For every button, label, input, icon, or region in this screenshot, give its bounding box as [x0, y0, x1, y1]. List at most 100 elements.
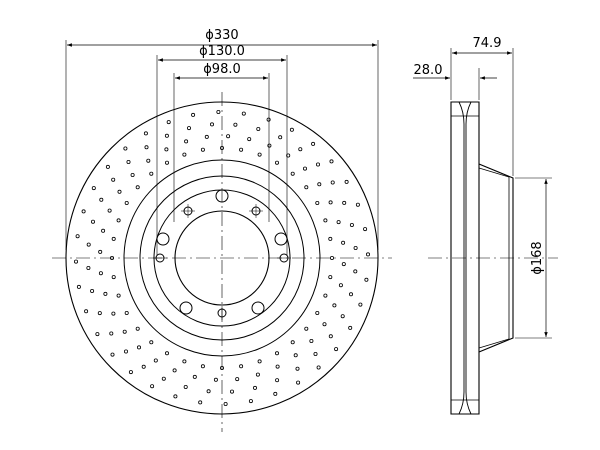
center-bore: [174, 210, 270, 306]
drill-hole: [229, 389, 234, 394]
drill-hole: [216, 110, 221, 115]
drill-hole: [223, 401, 228, 406]
drill-hole: [116, 293, 121, 298]
drill-hole: [304, 185, 309, 190]
drill-hole: [128, 370, 133, 375]
drill-hole: [295, 366, 300, 371]
drill-hole: [103, 291, 108, 296]
drill-hole: [76, 284, 81, 289]
set-screw-hole: [249, 204, 263, 218]
drill-hole: [81, 209, 86, 214]
hat-inner-ring: [139, 175, 305, 341]
drill-hole: [184, 139, 189, 144]
drill-hole: [274, 351, 279, 356]
drill-hole: [116, 218, 121, 223]
drill-hole: [84, 309, 89, 314]
drill-hole: [206, 389, 211, 394]
drill-hole: [330, 180, 335, 185]
drill-hole: [257, 359, 262, 364]
drill-hole: [348, 325, 353, 330]
drill-hole: [111, 311, 116, 316]
dim-total-height: 74.9: [450, 36, 514, 176]
drill-hole: [86, 265, 91, 270]
drill-hole: [344, 179, 349, 184]
drill-hole: [164, 351, 169, 356]
drill-hole: [328, 334, 333, 339]
drill-hole: [315, 162, 320, 167]
drill-hole: [348, 292, 353, 297]
rotor-outer-edge: [65, 101, 379, 415]
drill-hole: [110, 352, 115, 357]
drill-hole: [342, 200, 347, 205]
drill-hole: [247, 137, 252, 142]
drill-hole: [290, 340, 295, 345]
drill-hole: [349, 222, 354, 227]
drill-hole: [161, 376, 166, 381]
drill-hole: [105, 164, 110, 169]
drill-hole: [90, 288, 95, 293]
drill-hole: [150, 384, 155, 389]
drill-hole: [109, 331, 114, 336]
drill-hole: [122, 329, 127, 334]
side-view: 74.9 28.0 ϕ168: [413, 36, 558, 415]
drill-hole: [135, 185, 140, 190]
drill-hole: [173, 394, 178, 399]
drill-hole: [219, 145, 224, 150]
drill-hole: [226, 134, 231, 139]
drill-hole: [164, 160, 169, 165]
outer-diameter-label: ϕ330: [205, 28, 238, 43]
drill-hole: [97, 311, 102, 316]
drill-hole: [273, 391, 278, 396]
drill-hole: [338, 283, 343, 288]
set-screw-hole: [153, 253, 167, 263]
drill-hole: [186, 126, 191, 131]
drill-hole: [332, 303, 337, 308]
drill-hole: [267, 143, 272, 148]
drill-hole: [146, 158, 151, 163]
drill-hole: [111, 275, 116, 280]
hat-diameter-label: ϕ168: [530, 241, 545, 274]
dim-hat-diameter: ϕ168: [515, 177, 552, 339]
drill-hole: [290, 171, 295, 176]
center-bore-label: ϕ98.0: [203, 62, 241, 77]
drill-hole: [111, 236, 116, 241]
drill-hole: [255, 372, 260, 377]
drill-hole: [316, 365, 321, 370]
drill-hole: [289, 127, 294, 132]
drill-hole: [323, 293, 328, 298]
drill-hole: [322, 322, 327, 327]
drill-hole: [252, 385, 257, 390]
drill-hole: [239, 147, 244, 152]
drill-hole: [111, 177, 116, 182]
drill-hole: [274, 160, 279, 165]
drill-hole: [257, 152, 262, 157]
drill-hole: [182, 152, 187, 157]
hat-outer-ring: [123, 159, 321, 357]
drill-hole: [313, 351, 318, 356]
disc-vent-outline: [465, 101, 472, 415]
drill-hole: [166, 120, 171, 125]
drill-hole: [336, 220, 341, 225]
drill-hole: [192, 374, 197, 379]
drill-hole: [304, 326, 309, 331]
disc-vent-outline: [458, 101, 465, 415]
drill-hole: [293, 353, 298, 358]
drill-hole: [365, 252, 370, 257]
drill-hole: [315, 310, 320, 315]
drill-hole: [107, 208, 112, 213]
dim-outer-diameter: ϕ330: [65, 28, 379, 250]
lug-hole: [215, 189, 229, 203]
drill-hole: [296, 380, 301, 385]
set-screw-hole: [217, 306, 227, 320]
drill-hole: [164, 147, 169, 152]
drill-hole: [275, 378, 280, 383]
disc-friction-ring: [450, 101, 480, 415]
set-screw-hole: [181, 204, 195, 218]
drill-hole: [334, 347, 339, 352]
cross-drilled-holes: [74, 110, 370, 406]
drill-hole: [363, 227, 368, 232]
drill-hole: [191, 112, 196, 117]
drill-hole: [91, 219, 96, 224]
drill-hole: [248, 399, 253, 404]
drill-hole: [341, 262, 346, 267]
